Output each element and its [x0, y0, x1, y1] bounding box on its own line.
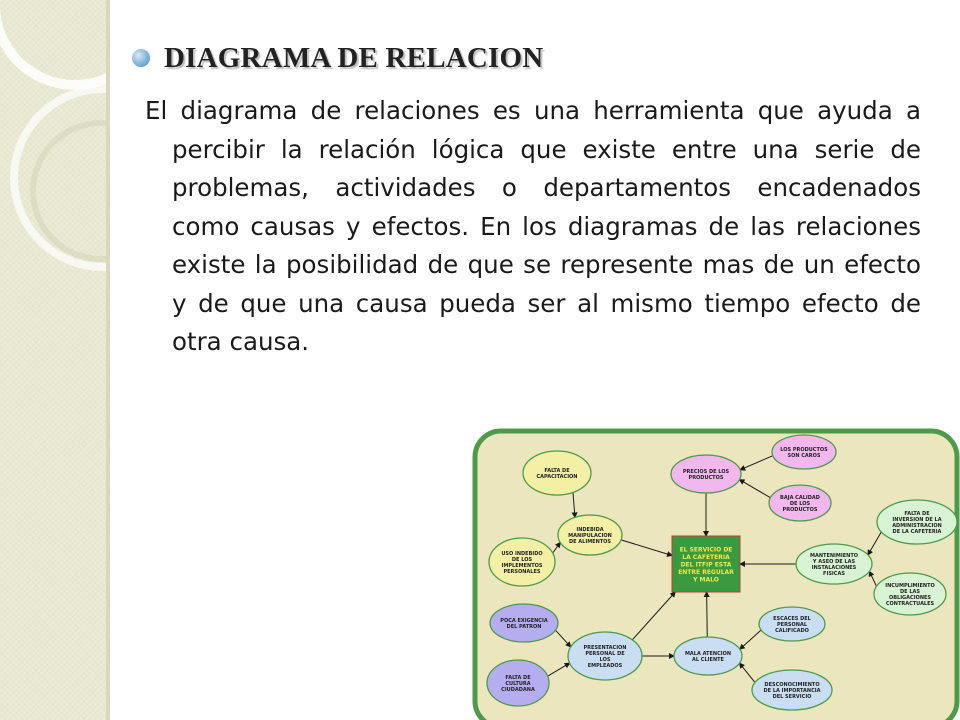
sidebar-divider: [106, 0, 110, 720]
node-shape: [873, 572, 947, 616]
slide-body-text: El diagrama de relaciones es una herrami…: [145, 96, 921, 356]
node-shape: [557, 514, 623, 556]
decorative-sidebar: [0, 0, 106, 720]
center-node-shape: [671, 535, 741, 593]
node-shape: [673, 636, 743, 676]
slide-heading: DIAGRAMA DE RELACION: [164, 41, 544, 74]
node-shape: [751, 669, 833, 711]
node-shape: [758, 606, 826, 642]
diagram-arrow: [620, 539, 673, 557]
node-shape: [522, 450, 592, 496]
diagram-arrow: [555, 629, 572, 648]
diagram-arrow: [547, 662, 571, 677]
node-shape: [489, 603, 559, 643]
diagram-arrow: [867, 531, 882, 556]
diagram-arrow: [703, 591, 710, 638]
diagram-arrow: [739, 629, 762, 650]
diagram-arrow: [552, 541, 561, 554]
heading-row: DIAGRAMA DE RELACION: [132, 38, 543, 78]
bullet-icon: [132, 49, 150, 67]
diagram-arrow: [739, 455, 773, 471]
decorative-ring: [0, 0, 106, 90]
node-shape: [486, 659, 550, 707]
diagram-arrow: [631, 591, 676, 641]
diagram-edges: [547, 455, 882, 683]
node-shape: [768, 484, 832, 522]
diagram-arrow: [571, 492, 578, 519]
node-shape: [876, 499, 958, 545]
diagram-arrow: [738, 662, 756, 683]
node-shape: [771, 434, 837, 470]
node-shape: [795, 543, 873, 585]
node-shape: [488, 537, 556, 587]
diagram-arrow: [868, 570, 877, 587]
node-shape: [567, 631, 643, 681]
node-shape: [670, 454, 742, 494]
diagram-arrow: [738, 479, 771, 499]
